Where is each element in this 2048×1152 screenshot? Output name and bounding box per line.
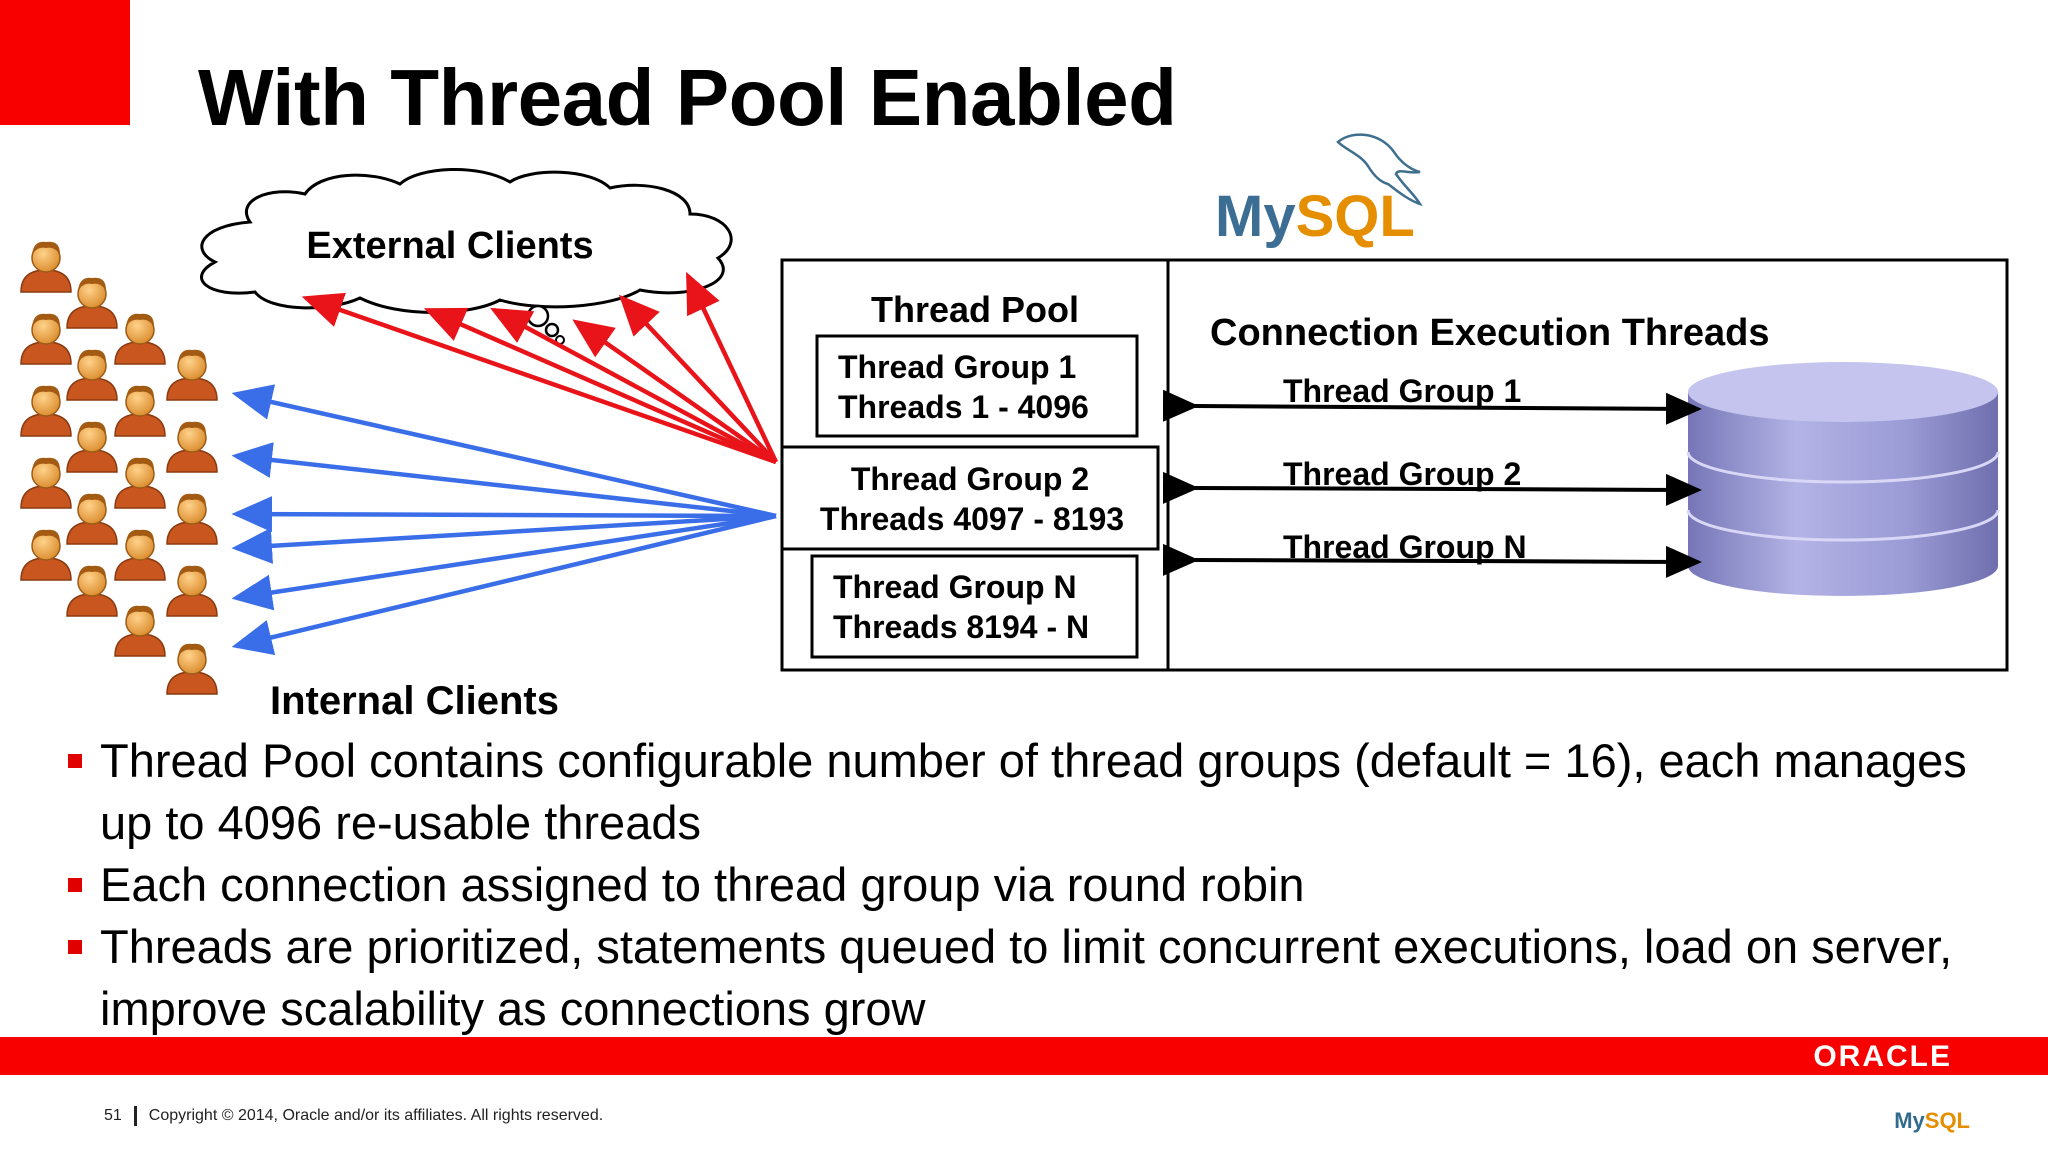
thread-pool-title: Thread Pool [871,289,1079,330]
bullet-text: Threads are prioritized, statements queu… [100,920,1953,1035]
execution-arrows [1162,389,1702,578]
page-number: 51 [104,1107,122,1125]
mysql-footer-logo-my: My [1894,1108,1925,1133]
copyright-text: Copyright © 2014, Oracle and/or its affi… [148,1107,604,1125]
thread-group-2-box [780,445,1160,551]
mysql-footer-logo-sql: SQL [1924,1108,1970,1133]
bullet-item: Each connection assigned to thread group… [62,854,2022,916]
internal-clients-people-icon [20,241,218,695]
bullet-marker [68,940,82,954]
thread-group-n-name: Thread Group N [833,569,1077,605]
thread-group-2-threads: Threads 4097 - 8193 [820,501,1124,537]
oracle-logo: ORACLE [1813,1040,1952,1073]
bullet-list: Thread Pool contains configurable number… [62,730,2022,1040]
thread-group-1-threads: Threads 1 - 4096 [838,389,1089,425]
thread-group-n-threads: Threads 8194 - N [833,609,1089,645]
footer-copyright: 51 Copyright © 2014, Oracle and/or its af… [104,1106,603,1126]
brand-corner-block [0,0,130,125]
internal-client-arrows [231,384,777,656]
footer-bar [0,1037,2048,1075]
execution-threads-title: Connection Execution Threads [1210,312,1770,354]
execution-group-2-label: Thread Group 2 [1283,456,1521,492]
slide-title: With Thread Pool Enabled [198,53,1177,142]
thread-pool-diagram: External Clients Internal Clients [20,133,2009,723]
bullet-text: Each connection assigned to thread group… [100,858,1305,911]
mysql-footer-logo: MySQL [1894,1108,1970,1134]
bullet-item: Thread Pool contains configurable number… [62,730,2022,854]
external-clients-label: External Clients [306,225,593,267]
external-client-arrows [301,271,779,465]
thread-group-n-box [810,554,1139,659]
mysql-logo: MySQL [1215,133,1423,249]
bullet-marker [68,878,82,892]
thread-group-1-box [815,334,1139,438]
internal-clients-label: Internal Clients [270,679,559,723]
database-icon [1686,362,2000,596]
footer-separator [133,1106,137,1126]
bullet-text: Thread Pool contains configurable number… [100,734,1967,849]
execution-group-n-label: Thread Group N [1283,529,1527,565]
thread-group-2-name: Thread Group 2 [851,461,1089,497]
bullet-item: Threads are prioritized, statements queu… [62,916,2022,1040]
thread-group-1-name: Thread Group 1 [838,349,1076,385]
external-clients-cloud [200,168,733,345]
mysql-logo-text: MySQL [1215,184,1415,249]
bullet-marker [68,754,82,768]
execution-group-1-label: Thread Group 1 [1283,373,1521,409]
